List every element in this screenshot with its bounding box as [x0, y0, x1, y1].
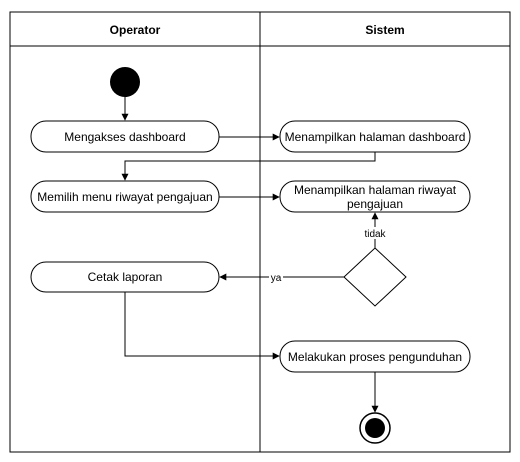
activity-proses-unduh: Melakukan proses pengunduhan: [279, 340, 471, 373]
edge-tampil-dashboard-to-pilih-menu: [121, 152, 376, 181]
activity-label-line2: pengajuan: [347, 197, 403, 211]
activity-label: Menampilkan halaman dashboard: [285, 130, 466, 144]
edge-cetak-to-proses-unduh: [124, 292, 280, 360]
end-node: [359, 412, 391, 444]
decision-node: [343, 247, 407, 307]
activity-label: Cetak laporan: [88, 270, 163, 284]
activity-label: Memilih menu riwayat pengajuan: [37, 190, 212, 204]
activity-pilih-menu: Memilih menu riwayat pengajuan: [30, 180, 220, 213]
activity-label: Melakukan proses pengunduhan: [288, 350, 462, 364]
activity-cetak-laporan: Cetak laporan: [30, 261, 220, 293]
edge-label-bg: [269, 271, 283, 283]
swimlane-frame: [9, 11, 511, 453]
activity-label-line1: Menampilkan halaman riwayat: [294, 183, 457, 197]
edge-label-bg: [362, 227, 388, 239]
activity-tampil-riwayat: Menampilkan halaman riwayat pengajuan: [279, 180, 471, 213]
lane-title-operator: Operator: [110, 23, 161, 37]
edge-label-tidak: tidak: [364, 229, 386, 240]
activity-akses-dashboard: Mengakses dashboard: [30, 120, 220, 153]
edge-label-ya: ya: [271, 273, 282, 284]
activity-tampil-dashboard: Menampilkan halaman dashboard: [279, 120, 471, 153]
start-node: [110, 67, 140, 97]
lane-title-sistem: Sistem: [365, 23, 404, 37]
activity-label: Mengakses dashboard: [64, 130, 185, 144]
